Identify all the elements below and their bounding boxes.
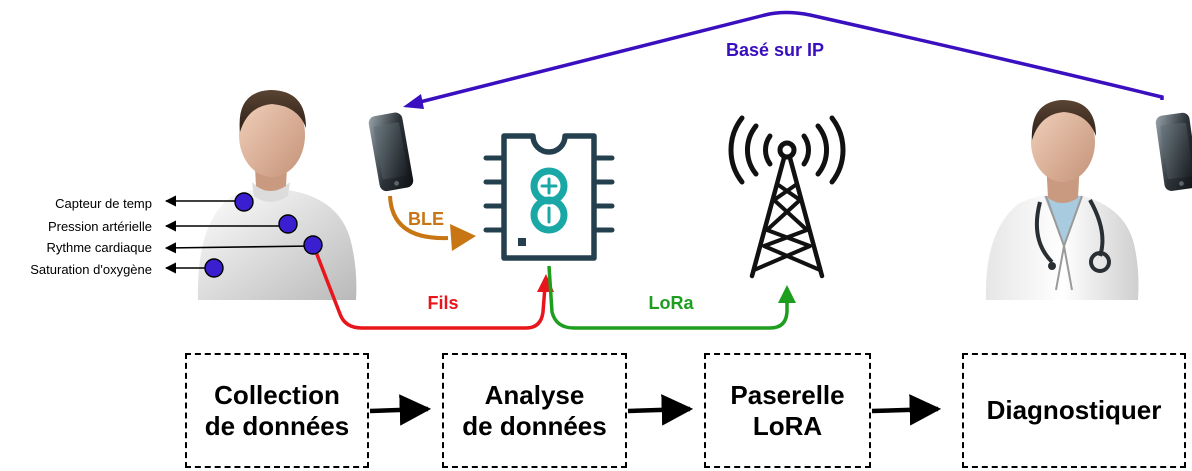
pipeline-arrow-1 — [369, 394, 432, 426]
stage-label-line1: Diagnostiquer — [986, 395, 1162, 426]
arduino-chip-icon — [483, 133, 615, 261]
stage-lora-gateway: Paserelle LoRA — [704, 353, 871, 468]
stage-label-line1: Collection — [214, 379, 340, 410]
pipeline-arrows — [369, 394, 942, 426]
ip-link-arrow — [403, 10, 1164, 109]
doctor-avatar — [985, 100, 1139, 300]
wire-link-label: Fils — [427, 293, 458, 313]
stage-diagnosis: Diagnostiquer — [962, 353, 1186, 468]
stage-collection: Collection de données — [185, 353, 369, 468]
sensor-oxygen-saturation: Saturation d'oxygène — [30, 258, 224, 278]
sensor-label: Rythme cardiaque — [47, 240, 153, 255]
sensor-label: Saturation d'oxygène — [30, 262, 152, 277]
sensor-label: Capteur de temp — [55, 196, 152, 211]
lora-link-arrow — [547, 265, 796, 330]
ble-link-arrow — [388, 195, 476, 251]
lora-tower-icon — [728, 115, 846, 279]
sensor-list: Capteur de temp Pression artérielle Ryth… — [30, 192, 323, 278]
ip-link-label: Basé sur IP — [726, 40, 824, 60]
stage-label-line1: Paserelle — [730, 379, 845, 410]
pipeline-arrow-2 — [627, 394, 694, 426]
patient-phone-icon — [368, 112, 414, 192]
pipeline-arrow-3 — [871, 394, 942, 426]
stage-analysis: Analyse de données — [442, 353, 627, 468]
doctor-phone-icon — [1155, 112, 1192, 191]
sensor-label: Pression artérielle — [48, 219, 152, 234]
sensor-temperature: Capteur de temp — [55, 192, 254, 212]
ble-link-label: BLE — [408, 209, 444, 229]
lora-link-label: LoRa — [649, 293, 695, 313]
stage-label-line2: LoRA — [752, 410, 823, 441]
patient-avatar — [197, 90, 357, 300]
sensor-heart-rate: Rythme cardiaque — [47, 235, 323, 255]
stage-label-line2: de données — [204, 410, 350, 441]
stage-label-line2: de données — [462, 410, 607, 441]
sensor-blood-pressure: Pression artérielle — [48, 214, 298, 234]
stage-label-line1: Analyse — [484, 379, 585, 410]
